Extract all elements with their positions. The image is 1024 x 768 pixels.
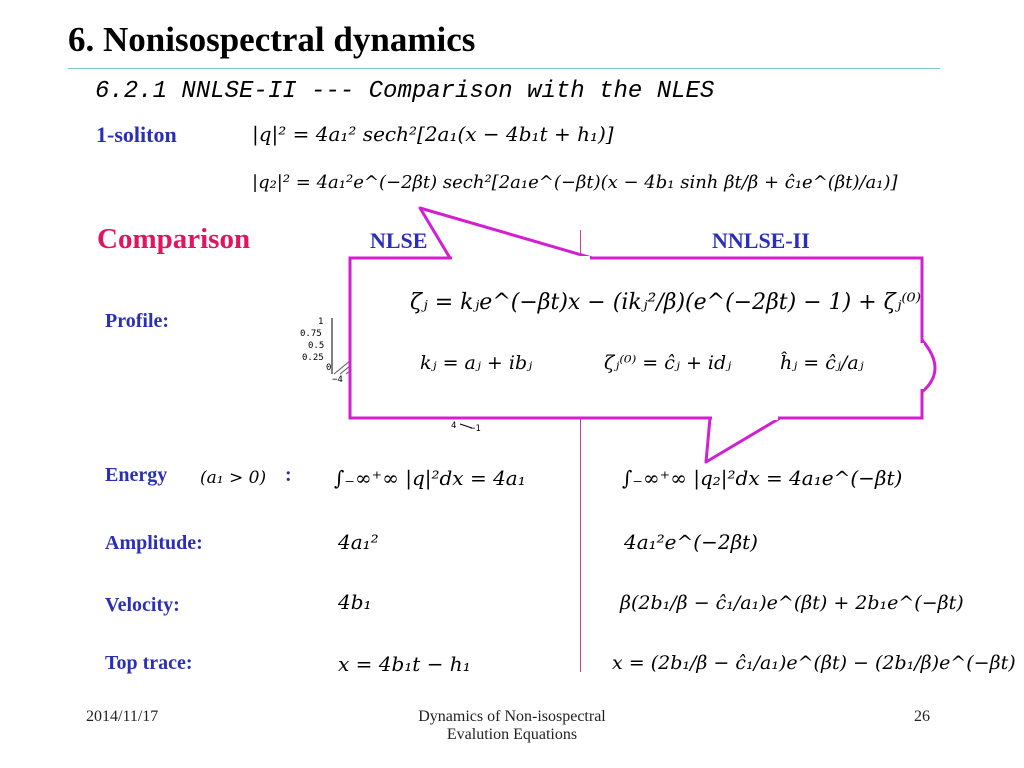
soliton-label: 1-soliton <box>96 122 177 147</box>
callout-equation-zeta0: ζⱼ⁽⁰⁾ = ĉⱼ + idⱼ <box>604 352 732 374</box>
callout-equation-h: ĥⱼ = ĉⱼ/aⱼ <box>780 352 864 374</box>
plot-tick-05: 0.5 <box>308 341 324 351</box>
amplitude-nnlse: 4a₁²e^(−2βt) <box>624 530 758 554</box>
energy-condition: (a₁ > 0) <box>200 468 267 488</box>
column-header-nlse: NLSE <box>370 228 428 253</box>
plot-tick-1: 1 <box>318 317 323 327</box>
top-trace-nnlse: x = (2b₁/β − ĉ₁/a₁)e^(βt) − (2b₁/β)e^(−β… <box>612 652 1016 674</box>
callout-equation-k: kⱼ = aⱼ + ibⱼ <box>420 352 533 374</box>
footer-page-number: 26 <box>914 708 930 725</box>
velocity-nlse: 4b₁ <box>338 590 372 614</box>
column-header-nnlse: NNLSE-II <box>712 228 810 253</box>
comparison-heading: Comparison <box>97 223 251 255</box>
plot-tick-neg4: −4 <box>332 375 343 385</box>
footer-title: Dynamics of Non-isospectral Evalution Eq… <box>370 708 654 744</box>
column-divider <box>580 230 581 672</box>
soliton-equation-nlse-text: |q|² = 4a₁² sech²[2a₁(x − 4b₁t + h₁)] <box>252 122 614 146</box>
row-label-velocity: Velocity: <box>105 594 180 616</box>
energy-nlse: ∫₋∞⁺∞ |q|²dx = 4a₁ <box>334 466 526 490</box>
plot-tick-0: 0 <box>326 363 331 373</box>
footer-title-line2: Evalution Equations <box>446 726 578 743</box>
plot-tick-025: 0.25 <box>302 353 324 363</box>
row-label-amplitude: Amplitude: <box>105 532 203 554</box>
title-underline <box>68 68 940 69</box>
footer-title-line1: Dynamics of Non-isospectral <box>418 708 606 725</box>
top-trace-nlse: x = 4b₁t − h₁ <box>338 652 471 676</box>
footer-date: 2014/11/17 <box>86 708 159 725</box>
slide-title: 6. Nonisospectral dynamics <box>68 20 476 59</box>
row-label-profile: Profile: <box>105 310 170 332</box>
soliton-equation-nnlse: |q₂|² = 4a₁²e^(−2βt) sech²[2a₁e^(−βt)(x … <box>252 172 898 193</box>
amplitude-nlse: 4a₁² <box>338 530 379 554</box>
soliton-equation-nnlse-text: |q₂|² = 4a₁²e^(−2βt) sech²[2a₁e^(−βt)(x … <box>252 172 898 193</box>
energy-colon: : <box>285 464 292 486</box>
velocity-nnlse: β(2b₁/β − ĉ₁/a₁)e^(βt) + 2b₁e^(−βt) <box>620 592 964 614</box>
plot-tick-075: 0.75 <box>300 329 322 339</box>
slide-subtitle: 6.2.1 NNLSE-II --- Comparison with the N… <box>95 78 715 105</box>
soliton-equation-nlse: |q|² = 4a₁² sech²[2a₁(x − 4b₁t + h₁)] <box>252 122 614 146</box>
row-label-energy: Energy <box>105 464 168 486</box>
callout-equation-zeta: ζⱼ = kⱼe^(−βt)x − (ikⱼ²/β)(e^(−2βt) − 1)… <box>410 290 922 315</box>
plot-tick-neg1: −1 <box>470 424 481 434</box>
plot-tick-4: 4 <box>451 421 456 431</box>
energy-nnlse: ∫₋∞⁺∞ |q₂|²dx = 4a₁e^(−βt) <box>622 466 903 490</box>
row-label-top-trace: Top trace: <box>105 652 193 674</box>
